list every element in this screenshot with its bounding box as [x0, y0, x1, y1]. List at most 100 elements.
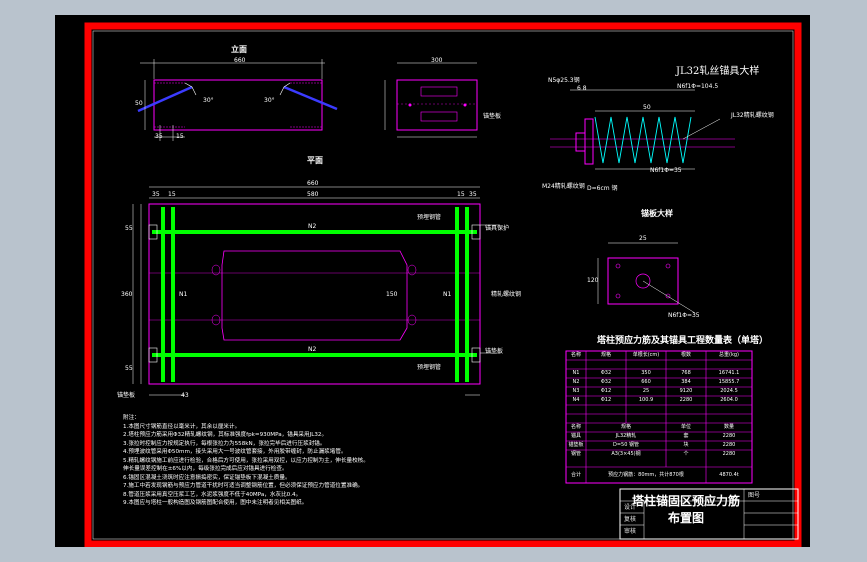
plan-view [132, 186, 500, 396]
bar-n2-top [152, 230, 477, 234]
notes-block: 附注： 1.本图尺寸钢筋直径以毫米计，其余以厘米计。 2.塔柱预应力筋采用Φ32… [123, 414, 553, 508]
anchor-label-6: D=6cm 钢 [587, 185, 618, 192]
table-cell: 16741.1 [718, 370, 740, 376]
table-cell: 数量 [723, 424, 734, 430]
elevation-view [137, 59, 478, 141]
table-cell: 套 [683, 433, 689, 439]
bar-n2-bottom [152, 353, 477, 357]
table-cell: 15855.7 [718, 379, 740, 385]
table-cell: 660 [641, 379, 651, 385]
table-cell: 名称 [570, 352, 581, 358]
plan-dim-seg-1: 35 [152, 191, 160, 198]
plan-outline [148, 203, 481, 385]
title-block-row-3: 审核 [624, 528, 637, 535]
table-cell: 块 [683, 442, 689, 448]
plate-dim-side: 120 [587, 277, 599, 284]
table-cell: 2280 [722, 433, 736, 439]
plan-callout-5: 预埋钢管 [417, 364, 442, 371]
table-cell: 100.9 [638, 397, 654, 403]
plate-dim-top: 25 [639, 235, 647, 242]
outer-frame [84, 22, 802, 547]
bar-n1-left-b [171, 207, 175, 382]
table-cell: N2 [572, 379, 580, 385]
plan-dim-height: 360 [121, 291, 133, 298]
plan-dim-seg-5: 35 [469, 191, 477, 198]
note-line: 7.施工中若发现钢筋与预应力管道干扰时可适当调整钢筋位置，但必须保证预应力管道位… [123, 483, 364, 489]
table-cell: Φ12 [600, 397, 612, 403]
anchor-detail [550, 89, 735, 170]
table-cell: 2604.0 [720, 397, 738, 403]
plan-bar-label-bottom: N2 [308, 346, 317, 353]
anchor-label-4: N6f1Φ=35 [650, 167, 682, 174]
plan-title: 平面 [307, 156, 323, 165]
plan-opening [221, 250, 408, 341]
table-cell: 2280 [679, 397, 693, 403]
table-cell: 根数 [680, 352, 691, 358]
table-cell: 9120 [679, 388, 693, 394]
note-line: 3.张拉时控制应力按规定执行，每根张拉力为558kN，张拉完毕后进行压浆封锚。 [123, 440, 326, 447]
drawing-canvas [84, 22, 802, 547]
tendon-right [283, 85, 338, 111]
table-cell: 总重(kg) [719, 352, 739, 358]
table-cell: Φ32 [600, 370, 612, 376]
elev-dim-top: 660 [234, 57, 246, 64]
table-cell: 合计 [570, 472, 581, 478]
table-cell: 25 [642, 388, 650, 394]
drawing-title: 塔柱锚固区预应力筋布置图 [631, 494, 740, 525]
anchor-label-2: N6f1Φ=104.5 [677, 83, 719, 90]
table-cell: 名称 [570, 424, 581, 430]
table-cell: 4870.4t [719, 472, 739, 478]
side-dim-top: 300 [431, 57, 443, 64]
anchor-label-3: JL32精轧螺纹钢 [731, 112, 774, 119]
elev-angle-left: 30° [203, 97, 214, 104]
plan-dim-total: 660 [307, 180, 319, 187]
plan-dim-seg-3: 580 [307, 191, 319, 198]
table-cell: N3 [572, 388, 580, 394]
table-cell: 钢管 [570, 451, 581, 457]
title-block [619, 488, 799, 540]
plan-dim-left-bot: 55 [125, 365, 133, 372]
plan-bar-label-top: N2 [308, 223, 317, 230]
table-cell: JL32精轧 [615, 433, 637, 439]
plan-bar-label-right: N1 [443, 291, 452, 298]
spiral [594, 116, 692, 164]
table-cell: 单根长(cm) [632, 352, 660, 358]
table-cell: 锚具 [570, 433, 581, 439]
elevation-title: 立面 [231, 45, 247, 54]
plate-detail-title: 锚板大样 [641, 209, 673, 218]
side-view-body [396, 79, 478, 131]
plan-callout-3: 精轧螺纹钢 [491, 291, 522, 298]
quantity-table-grid [565, 350, 753, 484]
table-cell: 384 [681, 379, 691, 385]
note-line: 附注： [123, 415, 140, 421]
note-line: 2.塔柱预应力筋采用Φ32精轧螺纹钢，其标准强度fpk=930MPa，锚具采用J… [123, 432, 328, 438]
plan-dim-seg-4: 15 [457, 191, 465, 198]
anchor-dim-2: 50 [643, 104, 651, 111]
note-line: 9.本图应与塔柱一般构造图及钢筋图配合使用，图中未注明者见相关图纸。 [123, 500, 308, 506]
table-cell: 锚垫板 [568, 442, 584, 448]
table-cell: 768 [681, 370, 691, 376]
table-cell: Φ12 [600, 388, 612, 394]
table-cell: 单位 [680, 424, 691, 430]
table-cell: 2280 [722, 451, 736, 457]
plan-bar-label-left: N1 [179, 291, 188, 298]
elev-dim-bottom-mid: 15 [176, 133, 184, 140]
title-block-sheet-no: 图号 [748, 492, 761, 499]
table-cell: Φ32 [600, 379, 612, 385]
note-line: 伸长量误差控制在±6%以内，每级张拉完成后应对锚具进行检查。 [123, 466, 288, 472]
table-cell: N4 [572, 397, 580, 403]
plate-label: N6f1Φ=35 [668, 312, 700, 319]
plan-callout-1: 预埋钢管 [417, 214, 442, 221]
title-block-row-1: 设计 [624, 504, 637, 511]
table-cell: 预应力钢筋：80mm，共计870根 [608, 472, 684, 478]
table-cell: 个 [683, 451, 689, 457]
table-title: 塔柱预应力筋及其锚具工程数量表（单塔） [597, 336, 769, 346]
note-line: 6.锚固区混凝土浇筑时应注意振捣密实，保证锚垫板下混凝土质量。 [123, 474, 291, 481]
anchor-detail-title: JL32轧丝锚具大样 [676, 66, 760, 77]
inner-frame [92, 30, 794, 540]
anchor-label-1: N5φ25.3钢 [548, 77, 580, 84]
side-note: 锚垫板 [483, 113, 502, 120]
table-cell: D=50 钢管 [613, 442, 639, 448]
elev-angle-right: 30° [264, 97, 275, 104]
